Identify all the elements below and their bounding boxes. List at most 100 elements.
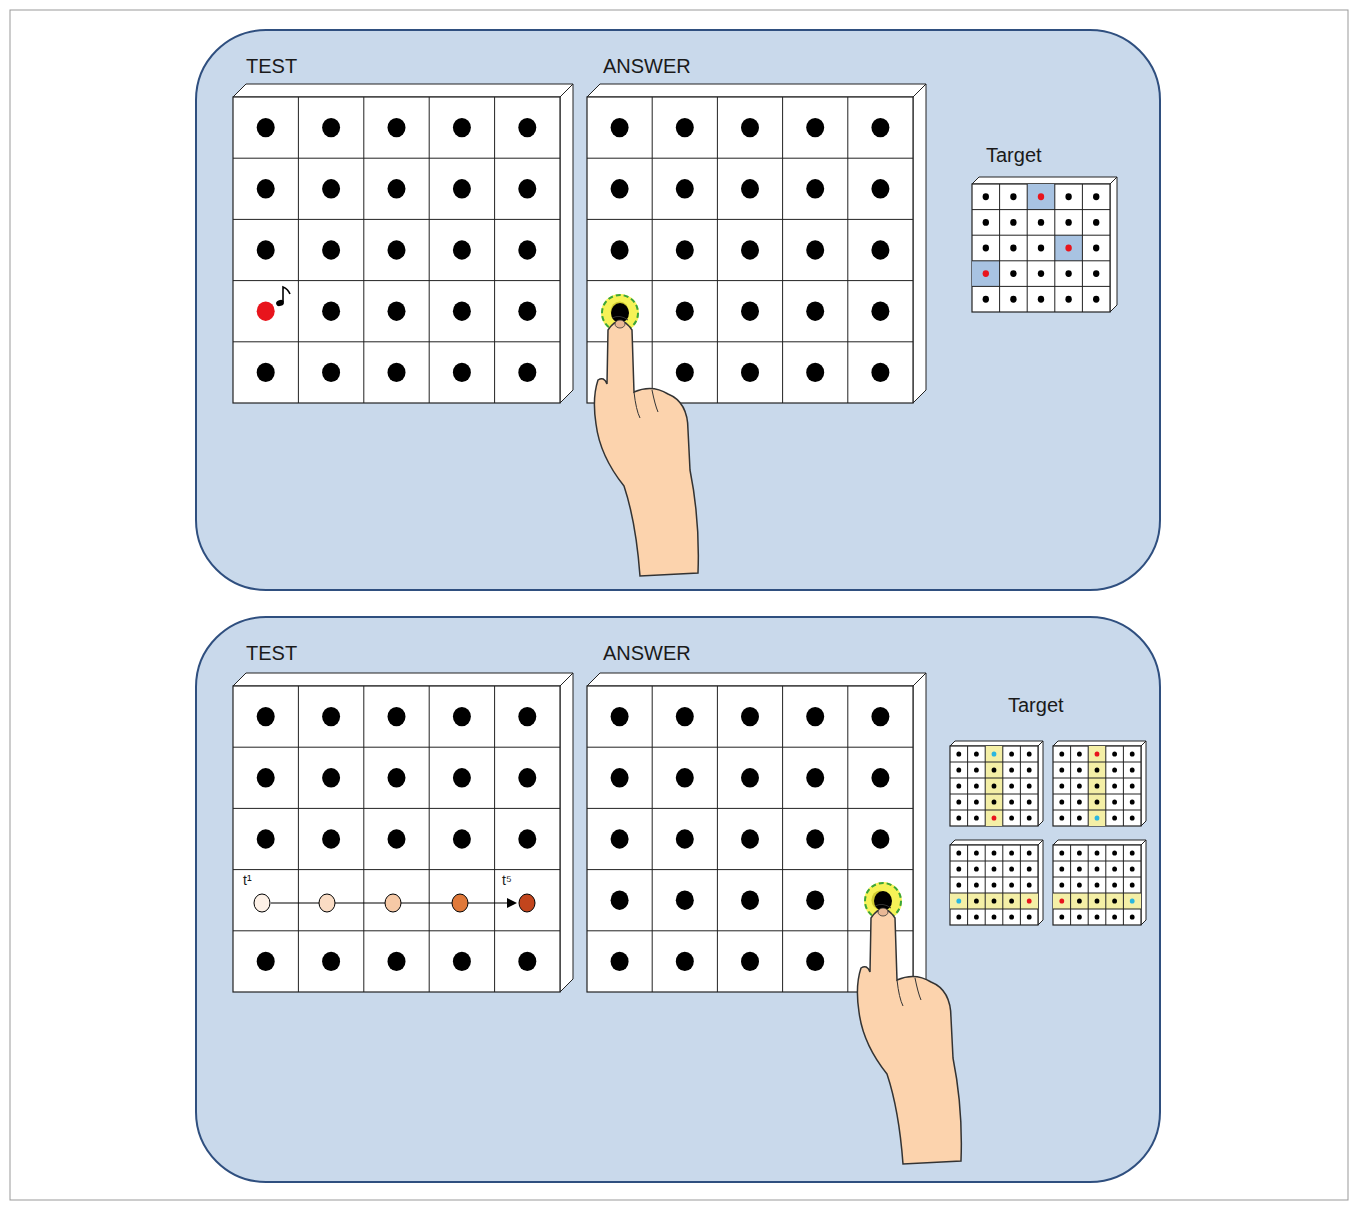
dot [806, 179, 824, 198]
dot [257, 707, 275, 726]
grid-line [782, 686, 783, 992]
dot [676, 179, 694, 198]
dot [1093, 193, 1099, 200]
sequence-dot [385, 894, 401, 912]
dot [388, 952, 406, 971]
grid [233, 673, 573, 992]
heading: ANSWER [603, 641, 695, 665]
grid-side-face [1141, 741, 1146, 826]
dot [871, 363, 889, 382]
dot [676, 707, 694, 726]
dot [453, 118, 471, 137]
dot [806, 240, 824, 259]
dot [518, 768, 536, 787]
dot [1112, 815, 1117, 820]
dot [806, 118, 824, 137]
grid-line [233, 341, 560, 342]
grid-line [298, 686, 299, 992]
highlight-cell [1088, 893, 1106, 909]
dot [1077, 751, 1082, 756]
grid-line [1020, 845, 1021, 925]
dot [806, 952, 824, 971]
dot [453, 363, 471, 382]
dot [322, 952, 340, 971]
highlight-cell [968, 893, 986, 909]
dot [1059, 898, 1064, 903]
highlight-cell [985, 746, 1003, 762]
dot [992, 914, 997, 919]
dot [956, 882, 961, 887]
dot [1059, 751, 1064, 756]
grid-line [967, 845, 968, 925]
dot [956, 767, 961, 772]
dot [611, 179, 629, 198]
dot [388, 301, 406, 320]
highlight-cell [985, 778, 1003, 794]
dot [1095, 767, 1100, 772]
dot [806, 890, 824, 909]
grid-top-face [950, 840, 1043, 845]
highlight-cell [1003, 893, 1021, 909]
dot [806, 301, 824, 320]
grid-line [587, 158, 913, 159]
dot [453, 952, 471, 971]
dot [1065, 193, 1071, 200]
dot [1059, 815, 1064, 820]
grid-line [587, 280, 913, 281]
dot [1130, 815, 1135, 820]
highlight-cell [1088, 810, 1106, 826]
dot [956, 799, 961, 804]
dot [518, 952, 536, 971]
dot [257, 118, 275, 137]
dot [1095, 783, 1100, 788]
figure-frame [10, 10, 1348, 1200]
dot [1027, 914, 1032, 919]
grid-line [233, 219, 560, 220]
grid-line [363, 97, 364, 403]
grid-line [1053, 794, 1141, 795]
dot [992, 866, 997, 871]
dot [1009, 898, 1014, 903]
dot [1065, 245, 1071, 252]
dot [388, 707, 406, 726]
grid-side-face [1110, 177, 1117, 312]
highlight-cell [985, 762, 1003, 778]
dot [983, 296, 989, 303]
dot [257, 952, 275, 971]
dot [983, 270, 989, 277]
dot [871, 707, 889, 726]
grid-top-face [1053, 840, 1146, 845]
grid-top-face [233, 673, 573, 686]
dot [388, 829, 406, 848]
dot [611, 707, 629, 726]
grid-line [1053, 762, 1141, 763]
grid-line [972, 235, 1110, 236]
grid-top-face [587, 84, 926, 97]
grid-line [1105, 746, 1106, 826]
grid-line [985, 746, 986, 826]
touch-glow [601, 294, 639, 332]
dot [1095, 815, 1100, 820]
dot [871, 829, 889, 848]
dot [1130, 751, 1135, 756]
dot [974, 898, 979, 903]
heading: ANSWER [603, 54, 695, 78]
dot [1112, 783, 1117, 788]
grid-line [950, 861, 1038, 862]
dot [611, 952, 629, 971]
grid-front [950, 845, 1038, 925]
dot [1027, 898, 1032, 903]
dot [518, 118, 536, 137]
highlight-cell [1053, 893, 1071, 909]
dot [1009, 767, 1014, 772]
grid-line [363, 686, 364, 992]
dot [1112, 767, 1117, 772]
dot [992, 882, 997, 887]
dot [1130, 850, 1135, 855]
dot [676, 952, 694, 971]
dot [871, 179, 889, 198]
dot [1010, 245, 1016, 252]
panel-group: Target [986, 143, 1046, 167]
touch-ring [602, 295, 638, 331]
